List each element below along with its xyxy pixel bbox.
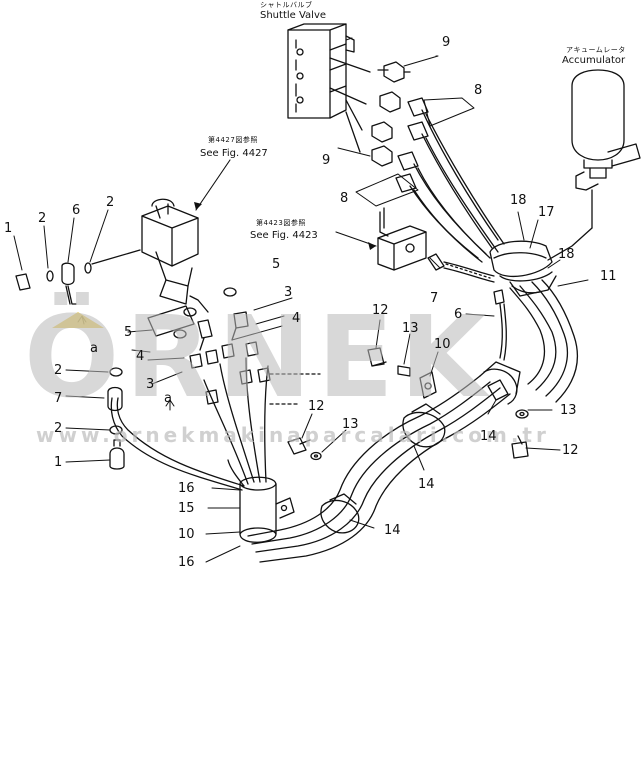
callout-7: 7 — [54, 391, 63, 406]
bracket-10-left — [147, 305, 195, 337]
callout-4: 4 — [292, 311, 301, 326]
callout-5: 5 — [124, 325, 133, 340]
callout-1: 1 — [54, 455, 63, 470]
callout-7: 7 — [430, 291, 439, 306]
valve-block-4423 — [377, 207, 427, 271]
callout-12: 12 — [372, 303, 389, 318]
shuttle-valve-label-en: Shuttle Valve — [260, 10, 327, 21]
clamp-17-18 — [489, 240, 557, 297]
main-pipe-run — [247, 361, 521, 563]
leader-lines — [13, 37, 589, 563]
watermark-mark — [52, 312, 104, 328]
callout-18: 18 — [558, 247, 575, 262]
upper-hose-bundle — [409, 109, 505, 263]
ref-4427-label-jp: 第4427図参照 — [208, 136, 258, 144]
callout-6: 6 — [72, 203, 81, 218]
fittings-3-4-lower-left — [189, 311, 321, 405]
shuttle-valve-label-jp: シャトルバルブ — [260, 1, 313, 9]
callout-6: 6 — [454, 307, 463, 322]
accumulator-label-en: Accumulator — [562, 55, 626, 66]
callout-12: 12 — [562, 443, 579, 458]
callout-15: 15 — [178, 501, 195, 516]
pipe-clamps-14 — [320, 379, 509, 534]
hardware-1-2-6-upper — [15, 249, 141, 305]
callout-5: 5 — [272, 257, 281, 272]
callout-10: 10 — [178, 527, 195, 542]
callout-9: 9 — [322, 153, 331, 168]
ref-4423-label-en: See Fig. 4423 — [250, 230, 318, 241]
callout-10: 10 — [434, 337, 451, 352]
callout-2: 2 — [38, 211, 47, 226]
callout-14: 14 — [418, 477, 435, 492]
callout-13: 13 — [342, 417, 359, 432]
callout-12: 12 — [308, 399, 325, 414]
callout-8: 8 — [474, 83, 483, 98]
callout-3: 3 — [284, 285, 293, 300]
shuttle-valve-drawing — [287, 23, 355, 119]
washer-13-right — [515, 409, 529, 419]
callout-a: a — [164, 391, 172, 406]
callout-17: 17 — [538, 205, 555, 220]
lower-left-hose-bundle — [110, 357, 269, 491]
callout-11: 11 — [600, 269, 617, 284]
bolt-12-middle — [287, 437, 322, 461]
callout-1: 1 — [4, 221, 13, 236]
hose-6-right — [493, 289, 507, 361]
control-valve-4427 — [141, 198, 209, 313]
callout-18: 18 — [510, 193, 527, 208]
ref-4427-label-en: See Fig. 4427 — [200, 148, 268, 159]
hose-7-upper — [427, 253, 495, 283]
callout-14: 14 — [384, 523, 401, 538]
callout-13: 13 — [402, 321, 419, 336]
bracket-10-right — [397, 365, 437, 399]
watermark-brand: ÖRNEK — [24, 293, 493, 423]
callout-16: 16 — [178, 555, 195, 570]
accumulator-label-jp: アキュームレータ — [566, 46, 626, 54]
callout-14: 14 — [480, 429, 497, 444]
bolt-12-lower-right — [511, 435, 529, 459]
callout-2: 2 — [54, 421, 63, 436]
hardware-1-2-7-lower — [107, 367, 125, 470]
callout-8: 8 — [340, 191, 349, 206]
tube-bundle-11 — [509, 279, 578, 403]
accumulator-drawing — [547, 69, 641, 261]
callout-16: 16 — [178, 481, 195, 496]
watermark-url: www.ornekmakinaparcalari.com.tr — [36, 423, 550, 447]
callout-a: a — [90, 341, 98, 356]
callout-9: 9 — [442, 35, 451, 50]
bolt-12-left-pair — [367, 347, 387, 367]
callout-3: 3 — [146, 377, 155, 392]
callout-13: 13 — [560, 403, 577, 418]
ref-4423-label-jp: 第4423図参照 — [256, 219, 306, 227]
callout-2: 2 — [106, 195, 115, 210]
callout-2: 2 — [54, 363, 63, 378]
elbow-fittings-9 — [329, 57, 411, 167]
callout-4: 4 — [136, 349, 145, 364]
